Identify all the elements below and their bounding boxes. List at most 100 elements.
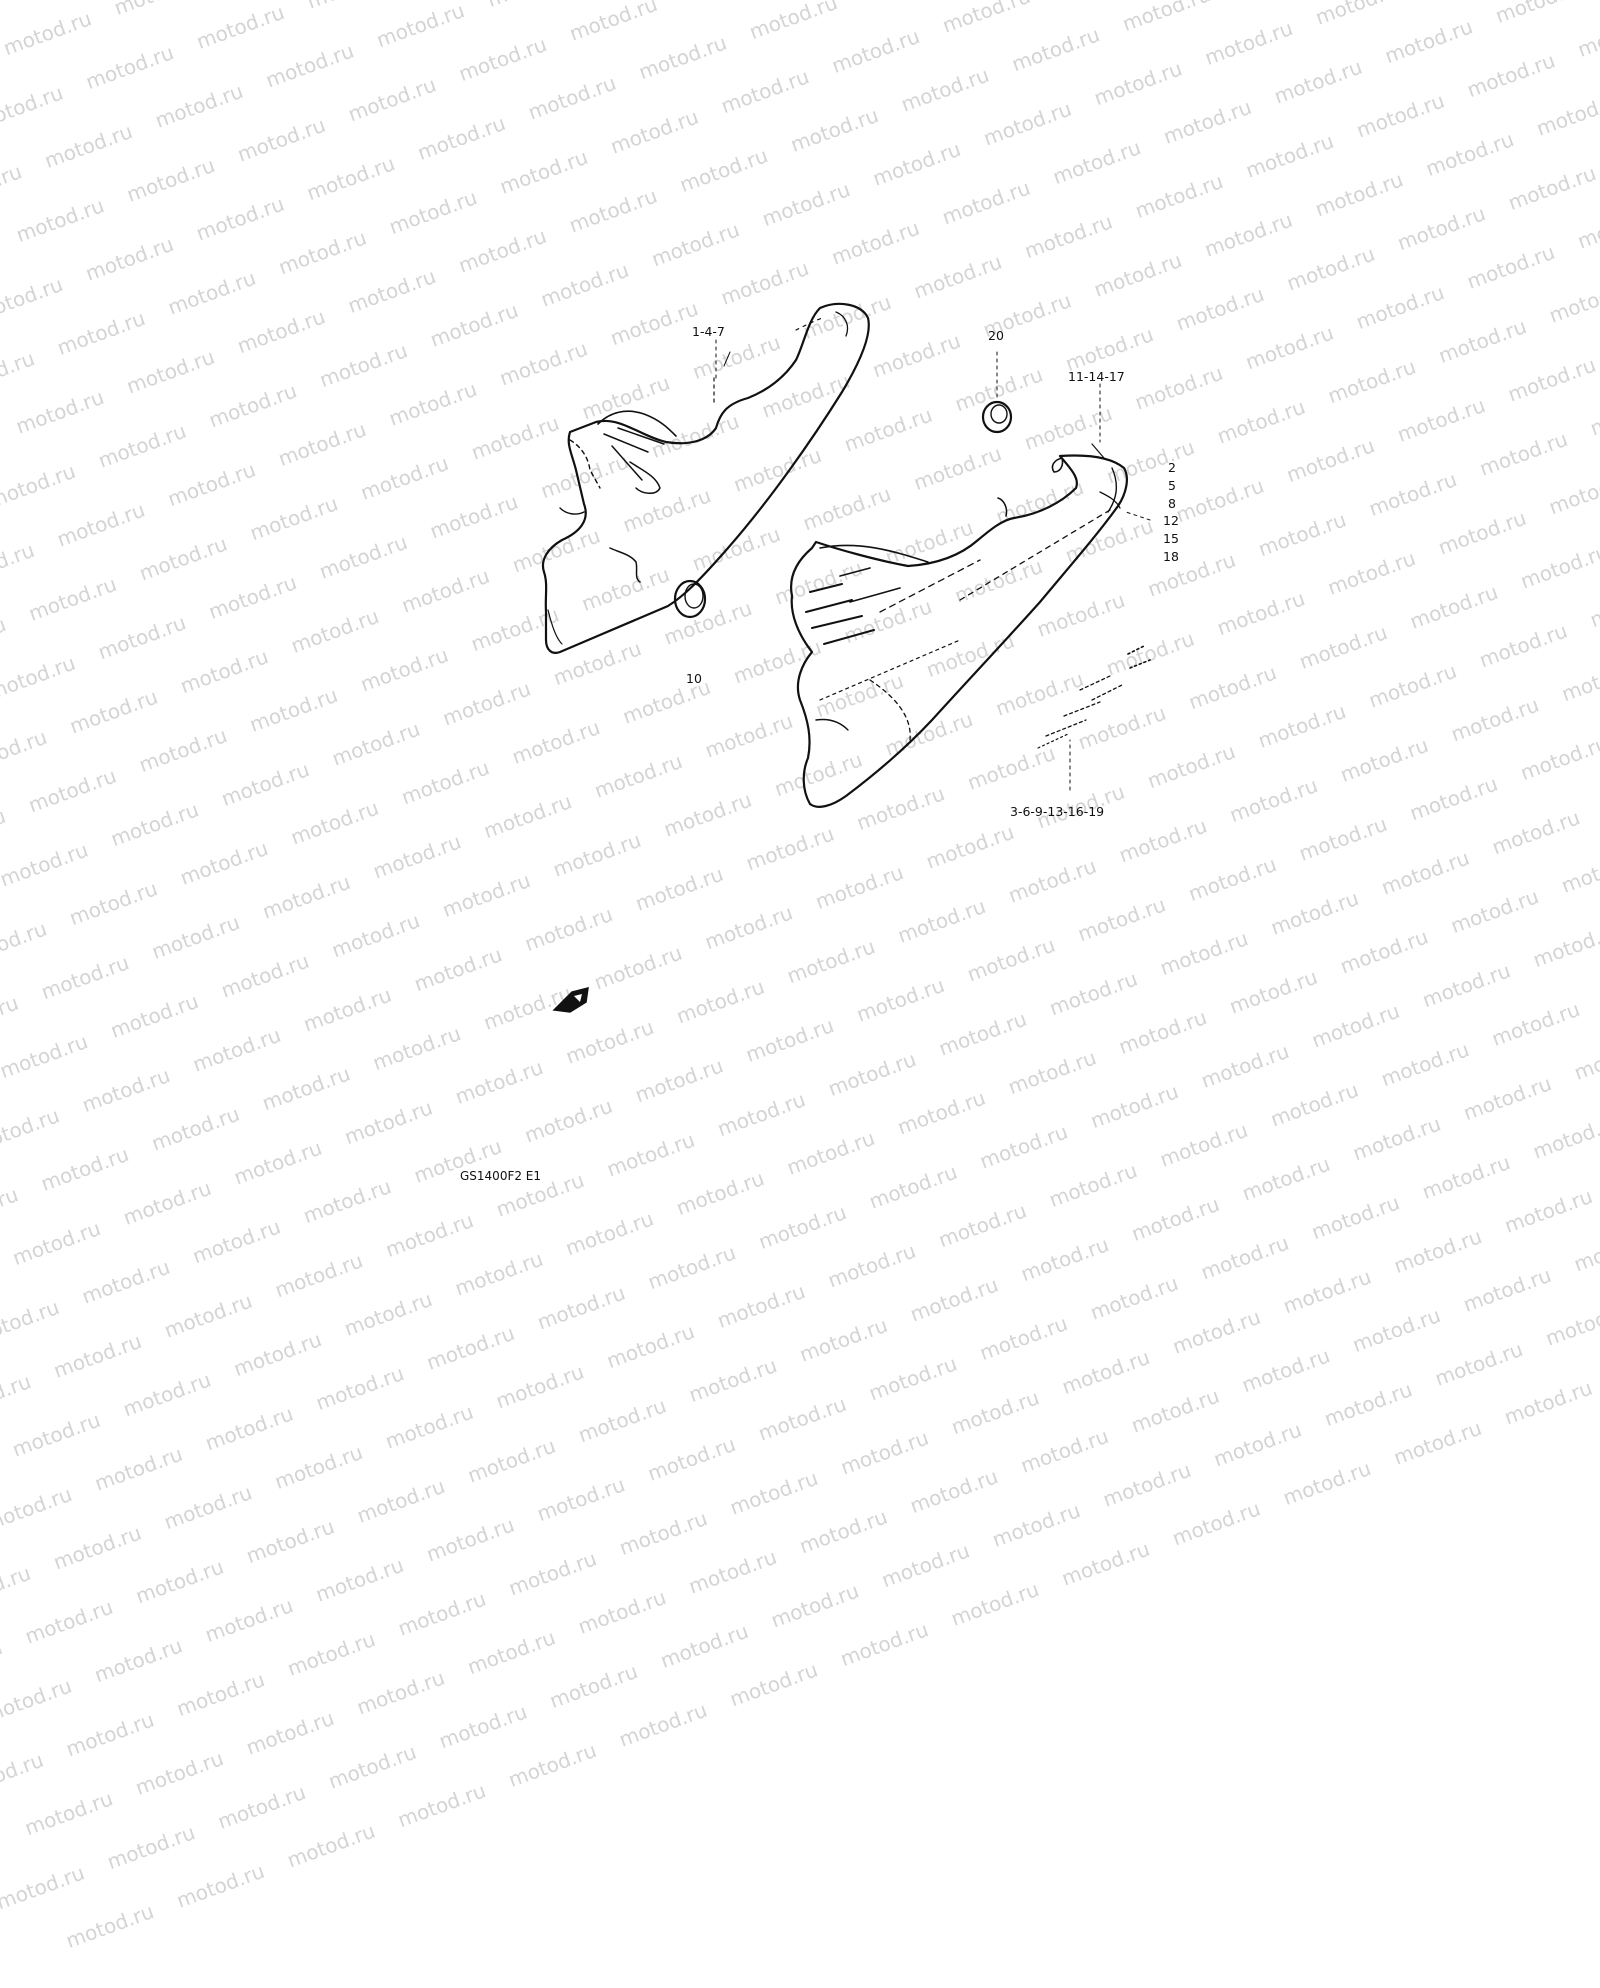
parts-diagram: 1-4-7 20 11-14-17 2 5 8 12 15 18 10 3-6-… (460, 302, 1179, 1183)
watermark-text: motod.ru (685, 1353, 781, 1407)
watermark-text: motod.ru (243, 1514, 338, 1569)
watermark-text: motod.ru (394, 1586, 490, 1641)
watermark-text: motod.ru (271, 1248, 367, 1303)
watermark-text: motod.ru (451, 1246, 547, 1301)
watermark-text: motod.ru (574, 1393, 670, 1448)
watermark-text: motod.ru (464, 1433, 559, 1488)
watermark-text: motod.ru (0, 1634, 6, 1689)
watermark-text: motod.ru (1058, 1536, 1153, 1591)
watermark-text: motod.ru (1542, 1296, 1600, 1351)
watermark-text: motod.ru (574, 1584, 670, 1639)
watermark-text: motod.ru (546, 1659, 641, 1714)
leader-lines (715, 339, 1151, 791)
callout-5: 5 (1168, 478, 1176, 493)
watermark-text: motod.ru (271, 1439, 366, 1494)
watermark-text: motod.ru (644, 1240, 740, 1295)
watermark-text: motod.ru (423, 1512, 518, 1567)
watermark-text: motod.ru (1058, 1344, 1154, 1399)
watermark-text: motod.ru (906, 1464, 1002, 1519)
watermark-text: motod.ru (173, 1667, 268, 1722)
drawing-code: GS1400F2 E1 (460, 1169, 541, 1183)
watermark-text: motod.ru (312, 1552, 407, 1607)
watermark-text: motod.ru (160, 1288, 256, 1343)
watermark-text: motod.ru (103, 1820, 199, 1875)
watermark-row: motod.rumotod.rumotod.rumotod.rumotod.ru… (8, 1110, 1600, 1987)
watermark-text: motod.ru (132, 1746, 227, 1800)
direction-arrow-icon (552, 987, 589, 1013)
callout-15: 15 (1163, 531, 1179, 546)
watermark-text: motod.ru (505, 1546, 600, 1601)
watermark-text: motod.ru (50, 1328, 145, 1383)
watermark-text: motod.ru (767, 1578, 863, 1633)
watermark-text: motod.ru (382, 1208, 477, 1262)
callout-10: 10 (686, 671, 702, 686)
watermark-text: motod.ru (1431, 1336, 1527, 1391)
watermark-text: motod.ru (1238, 1343, 1334, 1398)
watermark-text: motod.ru (435, 1699, 531, 1754)
watermark-text: motod.ru (1086, 1270, 1182, 1325)
watermark-text: motod.ru (1570, 1222, 1600, 1277)
watermark-text: motod.ru (283, 1818, 379, 1873)
watermark-text: motod.ru (230, 1327, 325, 1382)
watermark-text: motod.ru (657, 1618, 752, 1673)
watermark-text: motod.ru (202, 1401, 297, 1456)
watermark-text: motod.ru (878, 1538, 973, 1593)
watermark-text: motod.ru (50, 1520, 145, 1575)
watermark-text: motod.ru (62, 1899, 157, 1954)
watermark-text: motod.ru (1501, 1375, 1596, 1430)
callout-1-4-7: 1-4-7 (692, 324, 725, 339)
watermark-text: motod.ru (0, 1369, 35, 1424)
watermark-text: motod.ru (796, 1312, 891, 1367)
watermark-text: motod.ru (603, 1319, 698, 1374)
watermark-text: motod.ru (62, 1707, 158, 1762)
watermark-text: motod.ru (9, 1216, 104, 1271)
watermark-text: motod.ru (644, 1431, 739, 1486)
watermark-text: motod.ru (1017, 1232, 1113, 1287)
watermark-text: motod.ru (533, 1280, 629, 1335)
watermark-text: motod.ru (312, 1361, 408, 1416)
watermark-text: motod.ru (837, 1425, 932, 1480)
watermark-text: motod.ru (160, 1480, 256, 1535)
watermark-text: motod.ru (1279, 1456, 1375, 1511)
watermark-text: motod.ru (9, 1407, 104, 1462)
watermark-text: motod.ru (713, 1278, 809, 1333)
watermark-text: motod.ru (423, 1320, 518, 1375)
watermark-text: motod.ru (0, 1481, 76, 1536)
watermark-text: motod.ru (21, 1786, 116, 1841)
watermark-text: motod.ru (935, 1198, 1030, 1253)
watermark-text: motod.ru (562, 1206, 657, 1261)
watermark-text: motod.ru (340, 1286, 436, 1341)
watermark-text: motod.ru (214, 1779, 309, 1834)
watermark-text: motod.ru (284, 1626, 379, 1681)
watermark-text: motod.ru (0, 1747, 47, 1802)
watermark-text: motod.ru (947, 1576, 1043, 1631)
watermark-text: motod.ru (173, 1858, 268, 1913)
watermark-text: motod.ru (0, 1294, 63, 1349)
watermark-text: motod.ru (1128, 1383, 1223, 1438)
callout-18: 18 (1163, 549, 1179, 564)
watermark-text: motod.ru (976, 1311, 1071, 1366)
watermark-text: motod.ru (1349, 1303, 1444, 1357)
watermark-text: motod.ru (91, 1633, 186, 1688)
callout-11-14-17: 11-14-17 (1068, 369, 1125, 384)
watermark-text: motod.ru (1017, 1423, 1112, 1478)
watermark-text: motod.ru (119, 1367, 215, 1422)
watermark-text: motod.ru (1197, 1230, 1293, 1285)
watermark-text: motod.ru (1390, 1415, 1485, 1470)
watermark-text: motod.ru (1390, 1224, 1486, 1279)
watermark-text: motod.ru (1128, 1191, 1223, 1246)
watermark-text: motod.ru (947, 1385, 1043, 1440)
watermark-text: motod.ru (505, 1737, 600, 1792)
watermark-text: motod.ru (464, 1625, 559, 1680)
watermark-text: motod.ru (755, 1391, 850, 1446)
grommet-20 (981, 351, 1013, 434)
watermark-text: motod.ru (685, 1544, 780, 1599)
watermark-text: motod.ru (353, 1665, 448, 1720)
watermark-text: motod.ru (616, 1506, 711, 1561)
watermark-text: motod.ru (824, 1238, 920, 1293)
watermark-text: motod.ru (796, 1504, 891, 1559)
watermark-text: motod.ru (201, 1593, 297, 1647)
watermark-text: motod.ru (0, 1860, 88, 1915)
watermark-text: motod.ru (242, 1705, 338, 1760)
watermark-text: motod.ru (726, 1465, 822, 1520)
